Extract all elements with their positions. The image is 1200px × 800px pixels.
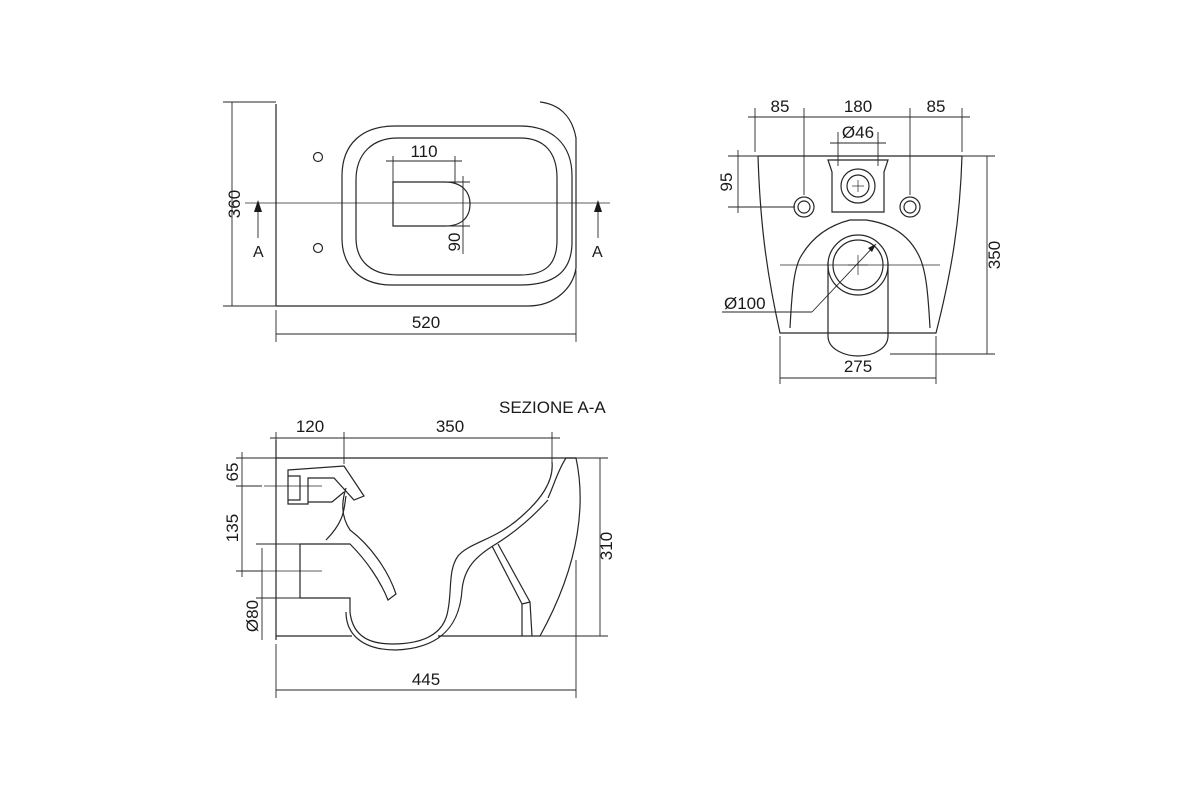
section-length-dimension: 445: [412, 670, 440, 689]
section-height-dimension: 310: [597, 532, 616, 560]
seat-outer: [341, 125, 573, 286]
bowl-width-dimension: 110: [410, 142, 437, 161]
right-spacing-dimension: 85: [927, 97, 946, 116]
top-view: A A 360 520 110 90: [223, 101, 610, 342]
fixing-hole-lower: [312, 242, 324, 254]
base-width-dimension: 275: [844, 357, 872, 376]
depth-dimension: 360: [225, 190, 244, 218]
bowl-opening: [392, 181, 471, 227]
fixing-hole-upper: [312, 151, 324, 163]
flush-inlet: [840, 168, 876, 204]
bowl-depth-dimension: 90: [445, 233, 464, 252]
height-dimension: 350: [985, 241, 1004, 269]
bowl-inner-profile: [300, 461, 553, 645]
bolt-hole-left: [793, 196, 815, 218]
outlet-dimension-section: Ø80: [243, 600, 262, 632]
seat-inner: [355, 137, 558, 276]
flush-inlet-profile: [287, 465, 365, 505]
section-view: SEZIONE A-A 120: [223, 398, 616, 698]
section-outer-front: [539, 457, 581, 637]
bolt-hole-right: [899, 196, 921, 218]
top-view-outline: [276, 101, 577, 307]
rear-view-outline: [757, 155, 963, 334]
width-dimension: 520: [412, 313, 440, 332]
inlet-drop-dimension: 135: [223, 514, 242, 542]
left-spacing-dimension: 85: [771, 97, 790, 116]
flush-inlet-dimension: Ø46: [842, 123, 874, 142]
rear-view: 85 180 85 Ø46 95 350 Ø100 275: [717, 97, 1004, 384]
outlet-dimension: Ø100: [724, 294, 766, 313]
bowl-length-dimension: 350: [436, 417, 464, 436]
trap-curve: [300, 487, 397, 601]
section-mark-left: A: [253, 244, 264, 261]
inlet-height-dimension: 65: [223, 463, 242, 482]
bolt-height-dimension: 95: [717, 173, 736, 192]
center-spacing-dimension: 180: [844, 97, 872, 116]
section-title: SEZIONE A-A: [499, 398, 606, 417]
rear-offset-dimension: 120: [296, 417, 324, 436]
section-mark-right: A: [592, 244, 603, 261]
